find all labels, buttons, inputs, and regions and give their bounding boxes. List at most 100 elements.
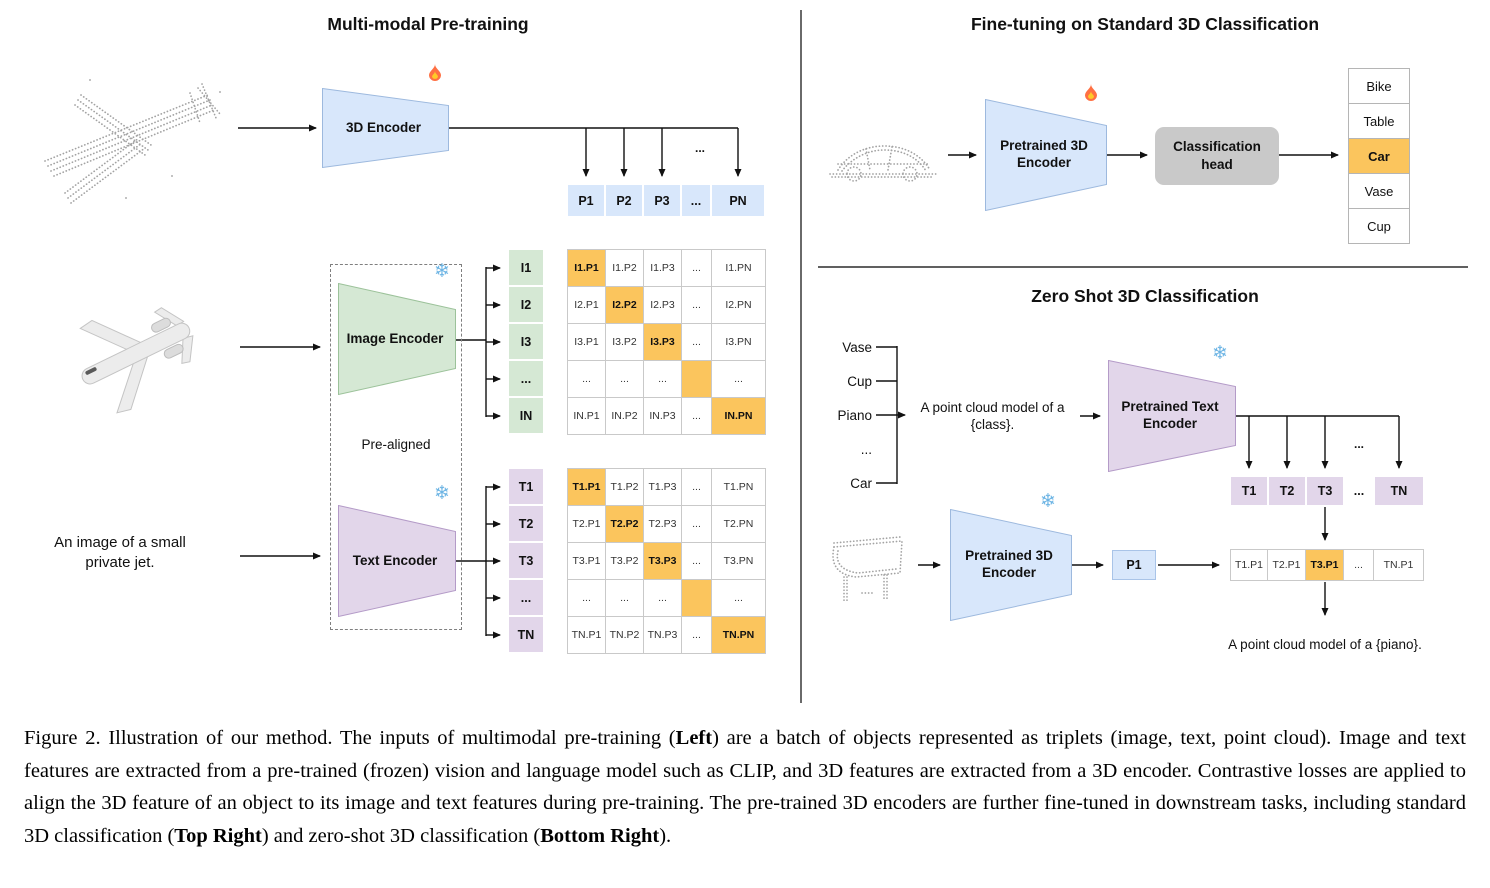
matrix-cell: T3.P2 [606, 543, 644, 580]
fire-icon-shape [429, 64, 441, 81]
matrix-cell [682, 361, 712, 398]
matrix-cell: ... [682, 250, 712, 287]
pn-ellipsis: ... [694, 141, 705, 155]
matrix-cell: TN.P3 [644, 617, 682, 654]
i-cell: ... [508, 360, 544, 397]
matrix-cell: T1.P2 [606, 469, 644, 506]
result-cell: T2.P1 [1268, 549, 1306, 581]
matrix-cell: ... [606, 361, 644, 398]
jet-image [35, 275, 235, 433]
text-encoder: Text Encoder [338, 504, 456, 618]
class-cell: Table [1348, 103, 1410, 139]
result-cell: T3.P1 [1306, 549, 1344, 581]
zeroshot-class-label: Cup [847, 373, 872, 389]
class-cell: Car [1348, 138, 1410, 174]
prealigned-box [330, 264, 462, 630]
pretrained-3d-encoder-label: Pretrained 3D Encoder [1000, 138, 1088, 170]
matrix-cell: I3.PN [712, 324, 766, 361]
jet-image-drawing [79, 307, 194, 414]
caption-bold-top-right: Top Right [174, 824, 262, 847]
caption-bold-bottom-right: Bottom Right [540, 824, 660, 847]
prealigned-label: Pre-aligned [361, 437, 431, 452]
matrix-cell: I2.P1 [568, 287, 606, 324]
p-cell: P3 [643, 184, 681, 217]
matrix-cell: ... [712, 361, 766, 398]
matrix-cell: ... [568, 361, 606, 398]
t-cell: T3 [1306, 476, 1344, 506]
zeroshot-result-text: A point cloud model of a {piano}. [1228, 637, 1422, 652]
pretrained-3d-encoder-shape [985, 98, 1107, 212]
matrix-cell: IN.P2 [606, 398, 644, 435]
caption-text: ) and zero-shot 3D classification ( [261, 824, 541, 847]
classification-head: Classification head [1155, 127, 1279, 185]
t-cell: TN [508, 616, 544, 653]
matrix-cell: ... [644, 361, 682, 398]
snowflake-icon: ❄ [434, 261, 450, 282]
matrix-cell: I1.PN [712, 250, 766, 287]
matrix-cell: I3.P1 [568, 324, 606, 361]
p-cell: ... [681, 184, 711, 217]
matrix-cell: T2.P2 [606, 506, 644, 543]
matrix-cell: T1.PN [712, 469, 766, 506]
matrix-cell: I3.P2 [606, 324, 644, 361]
matrix-cell: IN.P3 [644, 398, 682, 435]
caption-text: Figure 2. Illustration of our method. Th… [24, 727, 676, 749]
matrix-cell [682, 580, 712, 617]
matrix-cell: ... [606, 580, 644, 617]
matrix-cell: T3.P3 [644, 543, 682, 580]
caption-text: ). [659, 824, 672, 847]
matrix-cell: ... [682, 324, 712, 361]
t-cell: TN [1374, 476, 1424, 506]
pretrained-3d-encoder: Pretrained 3D Encoder [985, 98, 1107, 212]
pretrained-text-encoder-label: Pretrained Text Encoder [1121, 399, 1219, 431]
3d-encoder: 3D Encoder [322, 87, 449, 169]
t-cell: T3 [508, 542, 544, 579]
matrix-cell: T1.P3 [644, 469, 682, 506]
car-point-cloud-image [829, 145, 937, 182]
prompt-template-text: A point cloud model of a {class}. [920, 400, 1065, 432]
snowflake-icon: ❄ [1212, 343, 1228, 364]
figure-caption: Figure 2. Illustration of our method. Th… [24, 722, 1466, 852]
matrix-cell: T2.P1 [568, 506, 606, 543]
image-encoder-shape [338, 282, 456, 396]
matrix-cell: IN.P1 [568, 398, 606, 435]
image-encoder-label: Image Encoder [346, 330, 444, 346]
matrix-cell: ... [682, 469, 712, 506]
zeroshot-class-label: Car [850, 475, 872, 491]
fire-icon [424, 62, 448, 86]
i-cell: I2 [508, 286, 544, 323]
matrix-cell: ... [644, 580, 682, 617]
piano-point-cloud-image [832, 536, 903, 604]
result-cell: TN.P1 [1374, 549, 1424, 581]
jet-text-prompt: An image of a small private jet. [54, 534, 186, 572]
fire-icon [1080, 82, 1104, 106]
fire-icon-shape [1085, 84, 1097, 101]
matrix-cell: T3.P1 [568, 543, 606, 580]
t-cell: T2 [508, 505, 544, 542]
matrix-cell: TN.P2 [606, 617, 644, 654]
3d-encoder-label: 3D Encoder [345, 119, 422, 135]
i-cell: IN [508, 397, 544, 434]
matrix-cell: TN.PN [712, 617, 766, 654]
t-cell: T2 [1268, 476, 1306, 506]
matrix-cell: I1.P3 [644, 250, 682, 287]
matrix-cell: T1.P1 [568, 469, 606, 506]
i-cell: I1 [508, 249, 544, 286]
matrix-cell: ... [682, 398, 712, 435]
class-cell: Vase [1348, 173, 1410, 209]
pretrained-3d-encoder-zeroshot: Pretrained 3D Encoder [950, 508, 1072, 622]
text-encoder-label: Text Encoder [352, 552, 438, 568]
matrix-cell: ... [682, 617, 712, 654]
p-cell: P1 [567, 184, 605, 217]
pretrained-text-encoder-shape [1108, 359, 1236, 473]
airplane-point-cloud-image [44, 79, 221, 204]
left-panel-title: Multi-modal Pre-training [327, 14, 529, 34]
matrix-cell: ... [568, 580, 606, 617]
matrix-cell: ... [712, 580, 766, 617]
